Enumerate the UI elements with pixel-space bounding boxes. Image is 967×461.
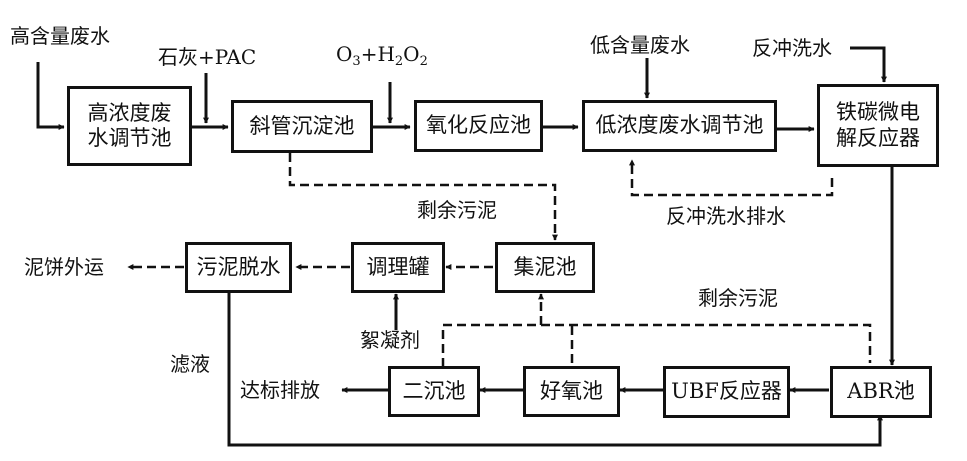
label-backwash-water: 反冲洗水 xyxy=(752,36,832,60)
sludge-dewatering: 污泥脱水 xyxy=(185,242,292,293)
low-conc-tank: 低浓度废水调节池 xyxy=(582,100,777,152)
flow-bottom-sludge-main xyxy=(441,323,872,367)
label-excess-sludge-top: 剩余污泥 xyxy=(417,198,497,222)
fe-c-reactor: 铁碳微电 解反应器 xyxy=(817,84,939,167)
abr-tank: ABR池 xyxy=(830,366,932,418)
o2-text: O xyxy=(403,42,420,66)
aerobic-tank: 好氧池 xyxy=(523,366,620,417)
flow-high-conc-input xyxy=(36,62,65,130)
flow-settler-sludge xyxy=(288,153,558,241)
flow-filtrate xyxy=(227,292,883,447)
o2-subscript: 2 xyxy=(419,54,428,69)
label-cake-transport: 泥饼外运 xyxy=(24,255,104,279)
plus-h-text: +H xyxy=(360,42,395,66)
secondary-settler: 二沉池 xyxy=(388,366,480,417)
label-flocculant: 絮凝剂 xyxy=(360,328,420,352)
flow-backwash-drain xyxy=(629,159,834,197)
inclined-tube-settler: 斜管沉淀池 xyxy=(231,100,373,153)
sludge-collection-tank: 集泥池 xyxy=(495,242,595,293)
high-conc-tank: 高浓度废 水调节池 xyxy=(67,86,192,166)
flow-backwash-input xyxy=(850,46,887,83)
o3-text: O xyxy=(336,42,353,66)
conditioning-tank: 调理罐 xyxy=(351,242,445,293)
label-low-conc-wastewater: 低含量废水 xyxy=(590,33,690,57)
label-backwash-drain: 反冲洗水排水 xyxy=(666,204,786,228)
h2-subscript: 2 xyxy=(394,54,404,69)
label-o3-h2o2: O3+H2O2 xyxy=(336,44,428,68)
label-high-conc-wastewater: 高含量废水 xyxy=(10,24,110,48)
oxidation-tank: 氧化反应池 xyxy=(414,100,543,152)
ubf-reactor: UBF反应器 xyxy=(663,366,790,418)
label-filtrate: 滤液 xyxy=(170,352,210,376)
o3-subscript: 3 xyxy=(352,54,361,69)
label-discharge: 达标排放 xyxy=(240,378,320,402)
label-lime-pac: 石灰+PAC xyxy=(158,45,257,69)
label-excess-sludge-bottom: 剩余污泥 xyxy=(698,286,778,310)
